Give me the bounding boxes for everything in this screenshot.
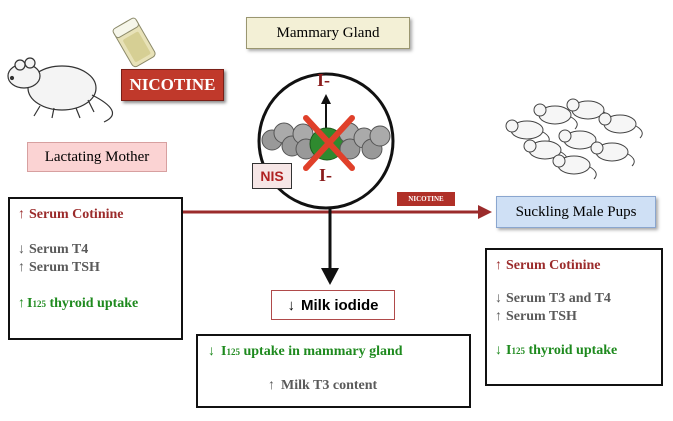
iodide-bottom-label: I- [319,165,332,185]
iodide-top-label: I- [317,70,330,90]
pups-uptake-text: thyroid uptake [524,343,618,358]
mammary-gland-title: Mammary Gland [246,17,410,49]
mother-uptake-text: thyroid uptake [45,296,139,311]
down-arrow-icon [495,291,502,307]
down-arrow-icon [287,297,295,314]
mother-uptake-i: I [27,296,33,311]
up-arrow-icon [495,309,502,325]
pups-icon [505,98,643,180]
up-arrow-icon [18,296,25,312]
pups-cotinine: Serum Cotinine [506,258,601,273]
down-arrow-icon [208,344,215,360]
nis-label: NIS [252,163,292,189]
down-arrow-icon [495,343,502,359]
up-arrow-icon [268,378,275,394]
blocked-cross [303,115,355,171]
lactating-rat-icon [7,57,114,123]
nicotine-label: NICOTINE [121,69,224,101]
pups-t3-t4: Serum T3 and T4 [506,291,611,306]
mammary-uptake-i: I [221,344,227,359]
down-arrow-icon [18,242,25,258]
gland-to-milk-arrow [321,206,339,285]
nicotine-vial-icon [112,17,156,68]
up-arrow-icon [18,207,25,223]
lactating-mother-label: Lactating Mother [27,142,167,172]
mammary-uptake-text: uptake in mammary gland [239,344,403,359]
pups-tsh: Serum TSH [506,309,577,324]
pups-uptake-i: I [506,343,512,358]
up-arrow-icon [18,260,25,276]
mother-t4: Serum T4 [29,242,89,257]
pups-effects-box: Serum Cotinine Serum T3 and T4 Serum TSH… [485,248,663,386]
milk-iodide-text: Milk iodide [300,296,379,314]
milk-iodide-box: Milk iodide [271,290,395,320]
mother-tsh: Serum TSH [29,260,100,275]
up-arrow-icon [495,258,502,274]
nicotine-small-label: NICOTINE [397,192,455,206]
milk-t3: Milk T3 content [281,378,378,393]
mother-cotinine: Serum Cotinine [29,207,124,222]
suckling-pups-label: Suckling Male Pups [496,196,656,228]
